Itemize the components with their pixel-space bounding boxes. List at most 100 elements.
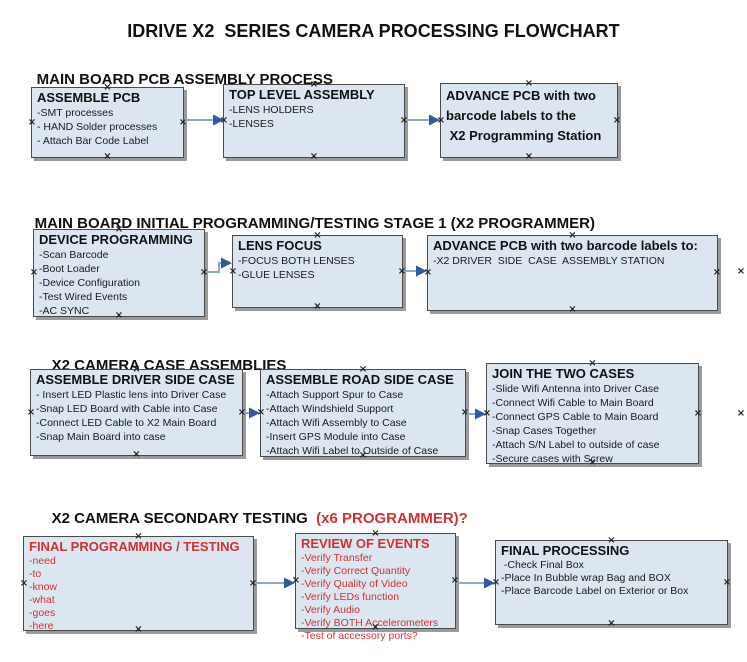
box-final-programming-testing: FINAL PROGRAMMING / TESTING -need -to -k… <box>19 532 258 635</box>
box-item: -Place Barcode Label on Exterior or Box <box>501 585 689 597</box>
box-title: ASSEMBLE DRIVER SIDE CASE <box>36 372 235 387</box>
box-item: -Snap Main Board into case <box>36 431 166 443</box>
box-item: -need <box>29 555 56 567</box>
box-item: -X2 DRIVER SIDE CASE ASSEMBLY STATION <box>433 255 665 267</box>
box-item: -Verify LEDs function <box>301 591 400 603</box>
anchor-x-mark: × <box>256 407 266 418</box>
box-item: - Attach Bar Code Label <box>37 135 149 147</box>
box-title: DEVICE PROGRAMMING <box>39 232 193 247</box>
section-heading-secondary-testing: X2 CAMERA SECONDARY TESTING (x6 PROGRAMM… <box>35 493 468 544</box>
box-title: FINAL PROGRAMMING / TESTING <box>29 539 240 554</box>
box-title: LENS FOCUS <box>238 238 322 253</box>
box-item: -Insert GPS Module into Case <box>266 431 406 443</box>
box-item: -Boot Loader <box>39 263 100 275</box>
box-device-programming: DEVICE PROGRAMMING -Scan Barcode -Boot L… <box>29 225 209 321</box>
anchor-x-mark: × <box>397 265 407 277</box>
box-assemble-pcb: ASSEMBLE PCB -SMT processes - HAND Solde… <box>27 83 188 162</box>
anchor-x-mark: × <box>399 115 409 126</box>
anchor-x-mark: × <box>736 408 746 419</box>
box-item: -Test Wired Events <box>39 291 128 303</box>
box-item: -Verify Quality of Video <box>301 578 408 590</box>
box-final-processing: FINAL PROCESSING -Check Final Box -Place… <box>491 536 732 629</box>
box-item: -Verify BOTH Accelerometers <box>301 617 439 629</box>
anchor-x-mark: × <box>291 575 301 586</box>
box-item: -Snap Cases Together <box>492 425 597 437</box>
anchor-x-mark: × <box>178 116 188 128</box>
box-item: -Verify Transfer <box>301 552 373 564</box>
box-title: ASSEMBLE ROAD SIDE CASE <box>266 372 454 387</box>
section-heading-text: X2 CAMERA SECONDARY TESTING <box>51 510 308 527</box>
flow-arrow <box>404 265 427 277</box>
box-title: ADVANCE PCB with two barcode labels to: <box>433 238 698 253</box>
anchor-x-mark: × <box>237 406 247 418</box>
box-item: -here <box>29 620 54 632</box>
anchor-x-mark: × <box>460 407 470 418</box>
anchor-x-mark: × <box>29 267 39 278</box>
anchor-x-mark: × <box>219 115 229 126</box>
box-title: ADVANCE PCB with two barcode labels to t… <box>446 88 602 143</box>
box-advance-pcb-programming-station: ADVANCE PCB with two barcode labels to t… <box>436 79 621 162</box>
box-title: FINAL PROCESSING <box>501 543 630 558</box>
anchor-x-mark: × <box>722 576 732 588</box>
box-item: -Connect LED Cable to X2 Main Board <box>36 417 217 429</box>
section-heading-red-text: (x6 PROGRAMMER)? <box>307 510 468 527</box>
box-item: -goes <box>29 607 56 619</box>
anchor-x-mark: × <box>199 267 209 278</box>
anchor-x-mark: × <box>19 577 29 589</box>
box-item: -Attach Wifi Label to Outside of Case <box>266 445 439 457</box>
box-item: -Device Configuration <box>39 277 140 289</box>
anchor-x-mark: × <box>491 576 501 588</box>
section-heading-pcb-assembly: MAIN BOARD PCB ASSEMBLY PROCESS <box>20 54 333 105</box>
anchor-x-mark: × <box>27 116 37 128</box>
box-item: -GLUE LENSES <box>238 269 315 281</box>
box-item: -Test of accessory ports? <box>301 630 418 642</box>
anchor-x-mark: × <box>132 449 141 460</box>
flow-arrow <box>206 257 232 273</box>
anchor-x-mark: × <box>313 301 322 312</box>
box-item: -Verify Audio <box>301 604 360 616</box>
box-item: -AC SYNC <box>39 305 90 317</box>
box-top-level-assembly: TOP LEVEL ASSEMBLY -LENS HOLDERS -LENSES… <box>219 80 409 162</box>
flow-arrow <box>185 114 224 126</box>
box-item: -Connect Wifi Cable to Main Board <box>492 397 654 409</box>
anchor-x-mark: × <box>423 267 433 278</box>
box-assemble-driver-side-case: ASSEMBLE DRIVER SIDE CASE - Insert LED P… <box>26 365 247 460</box>
box-assemble-road-side-case: ASSEMBLE ROAD SIDE CASE -Attach Support … <box>256 365 470 461</box>
box-item: -know <box>29 581 58 593</box>
flow-arrow <box>457 577 495 589</box>
anchor-x-mark: × <box>450 575 460 586</box>
section-heading-initial-programming: MAIN BOARD INITIAL PROGRAMMING/TESTING S… <box>18 198 595 249</box>
section-heading-text: MAIN BOARD PCB ASSEMBLY PROCESS <box>36 71 333 88</box>
anchor-x-mark: × <box>26 406 36 418</box>
box-item: -Attach Support Spur to Case <box>266 389 404 401</box>
box-item: -SMT processes <box>37 107 114 119</box>
anchor-x-mark: × <box>712 267 722 278</box>
box-title: JOIN THE TWO CASES <box>492 366 635 381</box>
box-item: -Slide Wifi Antenna into Driver Case <box>492 383 659 395</box>
section-heading-text: MAIN BOARD INITIAL PROGRAMMING/TESTING S… <box>34 215 595 232</box>
box-item: -Attach Windshield Support <box>266 403 394 415</box>
box-item: -Attach Wifi Assembly to Case <box>266 417 407 429</box>
flow-arrow <box>255 577 295 589</box>
anchor-x-mark: × <box>436 114 446 126</box>
box-item: -LENS HOLDERS <box>229 104 314 116</box>
box-item: -Secure cases with Screw <box>492 453 613 465</box>
box-item: - HAND Solder processes <box>37 121 158 133</box>
anchor-x-mark: × <box>693 407 703 419</box>
box-title: REVIEW OF EVENTS <box>301 536 430 551</box>
anchor-x-mark: × <box>607 618 616 629</box>
flow-arrow <box>467 408 486 420</box>
box-item: -Connect GPS Cable to Main Board <box>492 411 659 423</box>
box-item: -Place In Bubble wrap Bag and BOX <box>501 572 671 584</box>
anchor-x-mark: × <box>248 577 258 589</box>
anchor-x-mark: × <box>736 266 746 277</box>
box-lens-focus: LENS FOCUS -FOCUS BOTH LENSES -GLUE LENS… <box>228 231 407 312</box>
anchor-x-mark: × <box>524 151 534 162</box>
anchor-x-mark: × <box>482 407 492 419</box>
box-title: TOP LEVEL ASSEMBLY <box>229 87 375 102</box>
box-item: -Verify Correct Quantity <box>301 565 411 577</box>
anchor-x-mark: × <box>309 151 319 162</box>
box-item: -LENSES <box>229 118 274 130</box>
anchor-x-mark: × <box>228 265 238 277</box>
